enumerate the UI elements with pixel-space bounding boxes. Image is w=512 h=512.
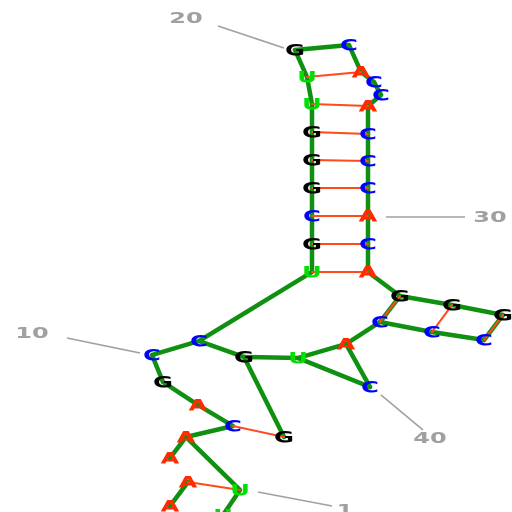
nucleotide-c: C	[475, 331, 493, 350]
base-pair-link	[431, 304, 453, 333]
nucleotide-c: C	[340, 36, 358, 55]
nucleotide-u: U	[230, 481, 250, 500]
nucleotide-g: G	[153, 373, 173, 392]
backbone-link	[346, 42, 364, 75]
backbone-link	[196, 338, 247, 360]
backbone-link	[241, 354, 287, 440]
base-pair-link	[483, 314, 504, 341]
nucleotide-u: U	[213, 506, 233, 512]
base-pair-link	[379, 295, 401, 323]
backbone-link	[160, 379, 201, 408]
backbone-link	[343, 319, 383, 347]
nucleotide-g: G	[302, 123, 322, 142]
nucleotide-g: G	[302, 235, 322, 254]
backbone-link	[195, 402, 236, 429]
nucleotide-g: G	[442, 296, 462, 315]
nucleotide-a: A	[359, 207, 378, 226]
base-pair-link	[311, 131, 369, 135]
nucleotide-c: C	[190, 332, 208, 351]
position-leader-line	[217, 25, 285, 49]
nucleotide-g: G	[302, 179, 322, 198]
nucleotide-u: U	[297, 68, 317, 87]
position-leader-line	[66, 337, 141, 354]
nucleotide-g: G	[302, 151, 322, 170]
backbone-link	[377, 319, 435, 335]
nucleotide-a: A	[337, 335, 356, 354]
base-pair-link	[232, 425, 285, 438]
nucleotide-c: C	[423, 323, 441, 342]
base-pair-link	[306, 71, 362, 78]
backbone-link	[343, 341, 373, 390]
backbone-link	[183, 434, 243, 493]
backbone-link	[358, 69, 377, 85]
position-label: 1	[337, 501, 354, 512]
nucleotide-c: C	[303, 207, 321, 226]
base-pair-link	[187, 481, 241, 491]
backbone-link	[449, 302, 506, 318]
nucleotide-c: C	[359, 179, 377, 198]
nucleotide-c: C	[359, 152, 377, 171]
position-label: 10	[15, 324, 48, 342]
backbone-link	[292, 42, 352, 53]
position-leader-line	[380, 394, 424, 431]
position-label: 40	[413, 429, 446, 447]
nucleotide-a: A	[177, 428, 196, 447]
backbone-link	[371, 79, 384, 98]
nucleotide-u: U	[288, 349, 308, 368]
nucleotide-a: A	[179, 473, 198, 492]
nucleotide-c: C	[224, 417, 242, 436]
nucleotide-a: A	[189, 396, 208, 415]
position-label: 20	[169, 9, 202, 27]
nucleotide-g: G	[234, 348, 254, 367]
backbone-link	[397, 293, 455, 308]
nucleotide-u: U	[302, 263, 322, 282]
backbone-link	[222, 487, 243, 512]
nucleotide-c: C	[372, 86, 390, 105]
backbone-link	[365, 269, 403, 299]
backbone-link	[196, 269, 315, 344]
nucleotide-a: A	[352, 63, 371, 82]
nucleotide-c: C	[143, 346, 161, 365]
backbone-link	[167, 479, 191, 509]
backbone-link	[295, 341, 349, 361]
base-pair-link	[311, 103, 369, 107]
position-label: 30	[473, 208, 506, 226]
nucleotide-a: A	[161, 497, 180, 512]
backbone-link	[149, 352, 166, 385]
backbone-link	[241, 354, 301, 361]
backbone-link	[149, 338, 202, 358]
backbone-link	[183, 423, 236, 440]
nucleotide-c: C	[361, 378, 379, 397]
nucleotide-g: G	[390, 287, 410, 306]
nucleotide-c: C	[371, 313, 389, 332]
position-leader-line	[257, 491, 333, 507]
nucleotide-u: U	[302, 95, 322, 114]
nucleotide-c: C	[359, 235, 377, 254]
nucleotide-c: C	[365, 73, 383, 92]
nucleotide-a: A	[161, 449, 180, 468]
backbone-link	[295, 355, 373, 390]
nucleotide-a: A	[359, 263, 378, 282]
backbone-link	[304, 74, 315, 107]
nucleotide-a: A	[359, 97, 378, 116]
nucleotide-g: G	[285, 41, 305, 60]
nucleotide-c: C	[359, 125, 377, 144]
nucleotide-g: G	[274, 428, 294, 447]
backbone-link	[365, 92, 384, 109]
backbone-link	[292, 47, 310, 80]
nucleotide-g: G	[493, 306, 512, 325]
base-pair-link	[311, 159, 369, 162]
backbone-link	[429, 329, 487, 343]
backbone-link	[167, 434, 189, 461]
